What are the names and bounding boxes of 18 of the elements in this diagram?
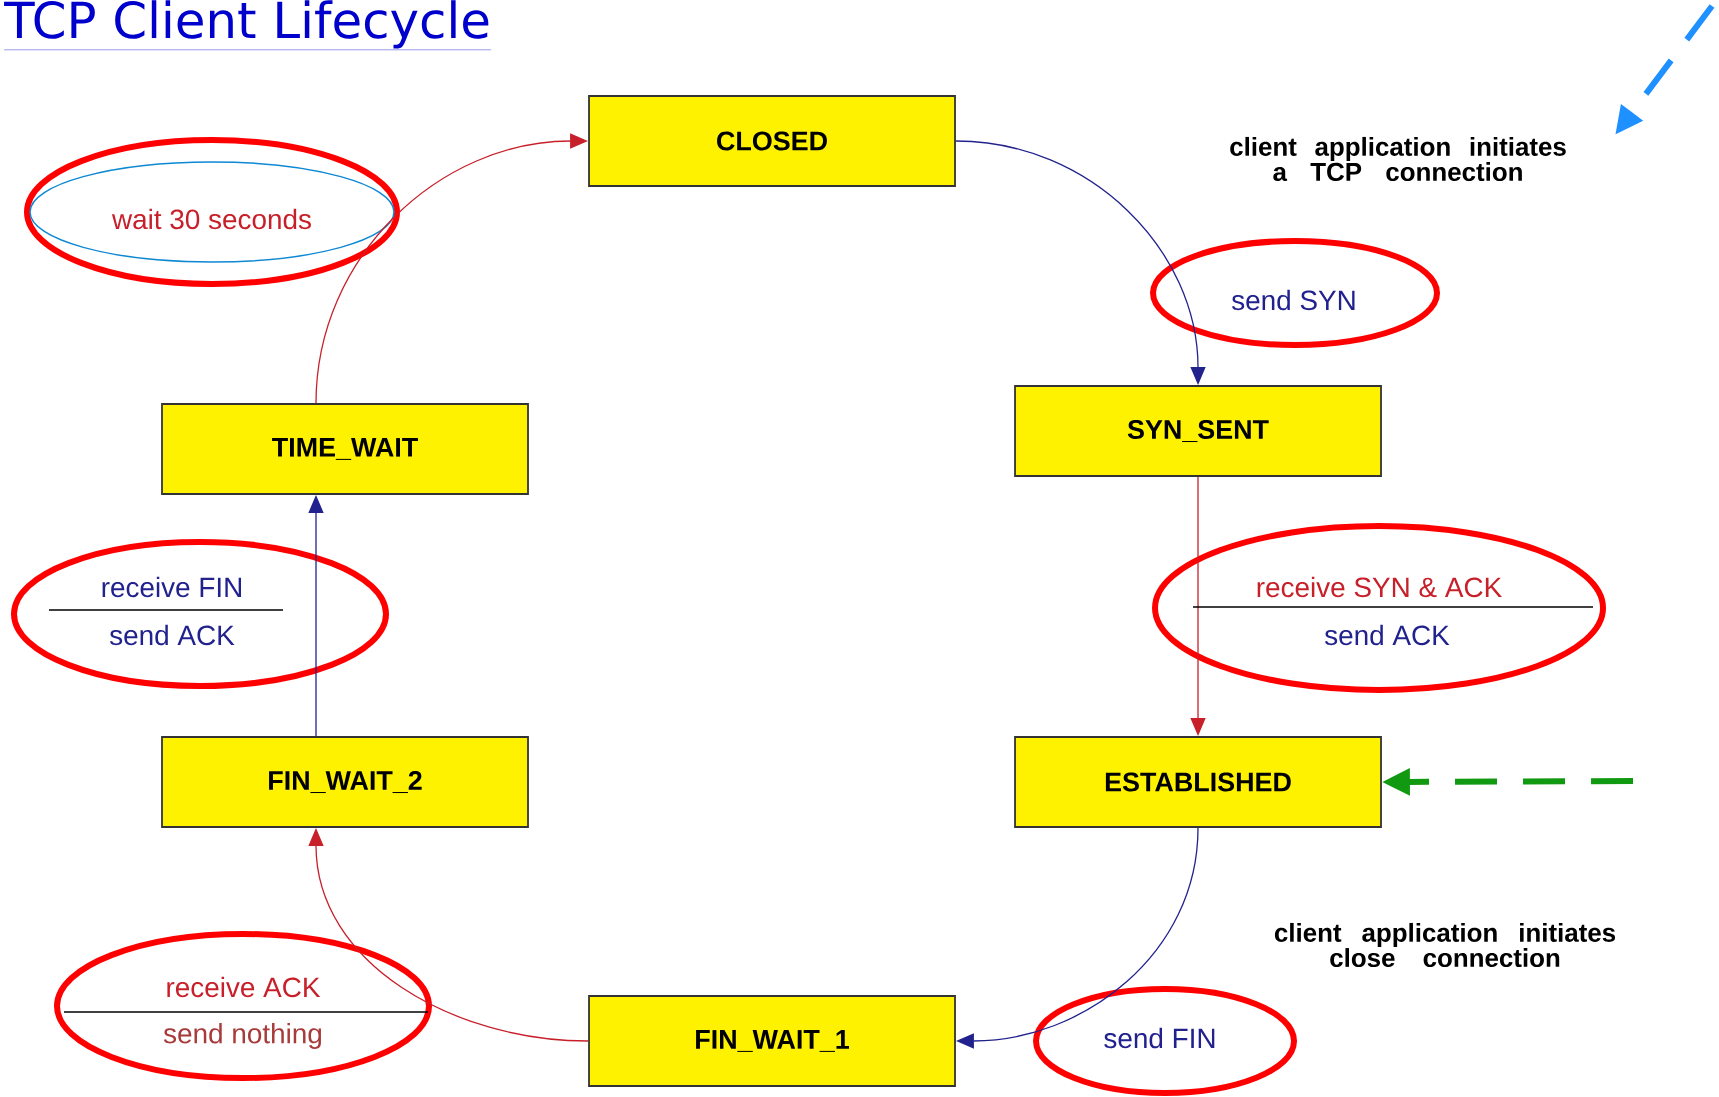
edge-label: receive ACK [164, 975, 322, 999]
state-box: FIN_WAIT_1 [588, 995, 956, 1087]
edge-label: wait 30 seconds [111, 207, 313, 231]
state-box: SYN_SENT [1014, 385, 1382, 477]
state-box: ESTABLISHED [1014, 736, 1382, 828]
title: TCP Client Lifecycle [4, 0, 492, 50]
edge-label: send FIN [1102, 1026, 1218, 1050]
edge-label: send SYN [1230, 288, 1358, 312]
note-text: client application initiates a TCP connection [1230, 136, 1566, 182]
action-label: send ACK [1323, 623, 1451, 647]
state-box: TIME_WAIT [161, 403, 529, 495]
state-box: FIN_WAIT_2 [161, 736, 529, 828]
edge-label: receive FIN [99, 575, 245, 599]
state-box: CLOSED [588, 95, 956, 187]
action-label: send nothing [162, 1022, 324, 1050]
note-text: client application initiates close connection [1274, 922, 1616, 968]
edge-label: receive SYN & ACK [1254, 575, 1504, 599]
action-label: send ACK [108, 623, 236, 647]
